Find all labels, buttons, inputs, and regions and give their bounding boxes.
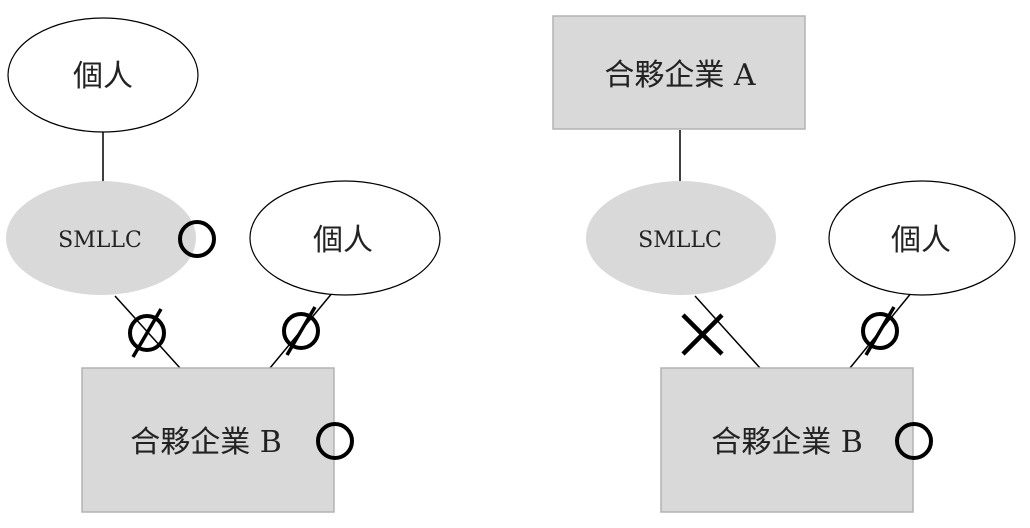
- left-diagram: 個人 SMLLC 個人 合夥企業 B: [6, 17, 441, 513]
- right-jv-a-node: [552, 15, 806, 130]
- left-empty-set-mark-1: [128, 308, 166, 358]
- left-person-right-node: [249, 180, 441, 296]
- left-jv-b-circle-mark: [316, 422, 354, 460]
- left-jv-b-node: [81, 367, 335, 513]
- right-cross-mark: [681, 313, 724, 356]
- right-diagram: 合夥企業 A SMLLC 個人 合夥企業 B: [552, 15, 1016, 513]
- left-person-top-node: [7, 17, 199, 133]
- right-smllc-node: [586, 181, 776, 295]
- left-jv-b-label: 合夥企業 B: [130, 425, 282, 460]
- right-jv-b-node: [660, 367, 914, 513]
- left-smllc-node: [6, 181, 196, 295]
- right-jv-b-circle-mark: [895, 422, 933, 460]
- right-connector-smllc-jvb: [694, 295, 761, 369]
- right-person-right-node: [828, 180, 1016, 296]
- left-person-top-label: 個人: [73, 59, 133, 94]
- right-empty-set-mark: [861, 306, 899, 356]
- right-jv-a-label: 合夥企業 A: [604, 58, 756, 93]
- left-person-right-label: 個人: [313, 223, 373, 258]
- right-smllc-label: SMLLC: [638, 228, 722, 253]
- left-empty-set-mark-2: [282, 306, 320, 356]
- left-smllc-circle-mark: [178, 220, 216, 258]
- right-jv-b-label: 合夥企業 B: [711, 425, 863, 460]
- right-person-right-label: 個人: [891, 223, 951, 258]
- left-smllc-label: SMLLC: [58, 228, 142, 253]
